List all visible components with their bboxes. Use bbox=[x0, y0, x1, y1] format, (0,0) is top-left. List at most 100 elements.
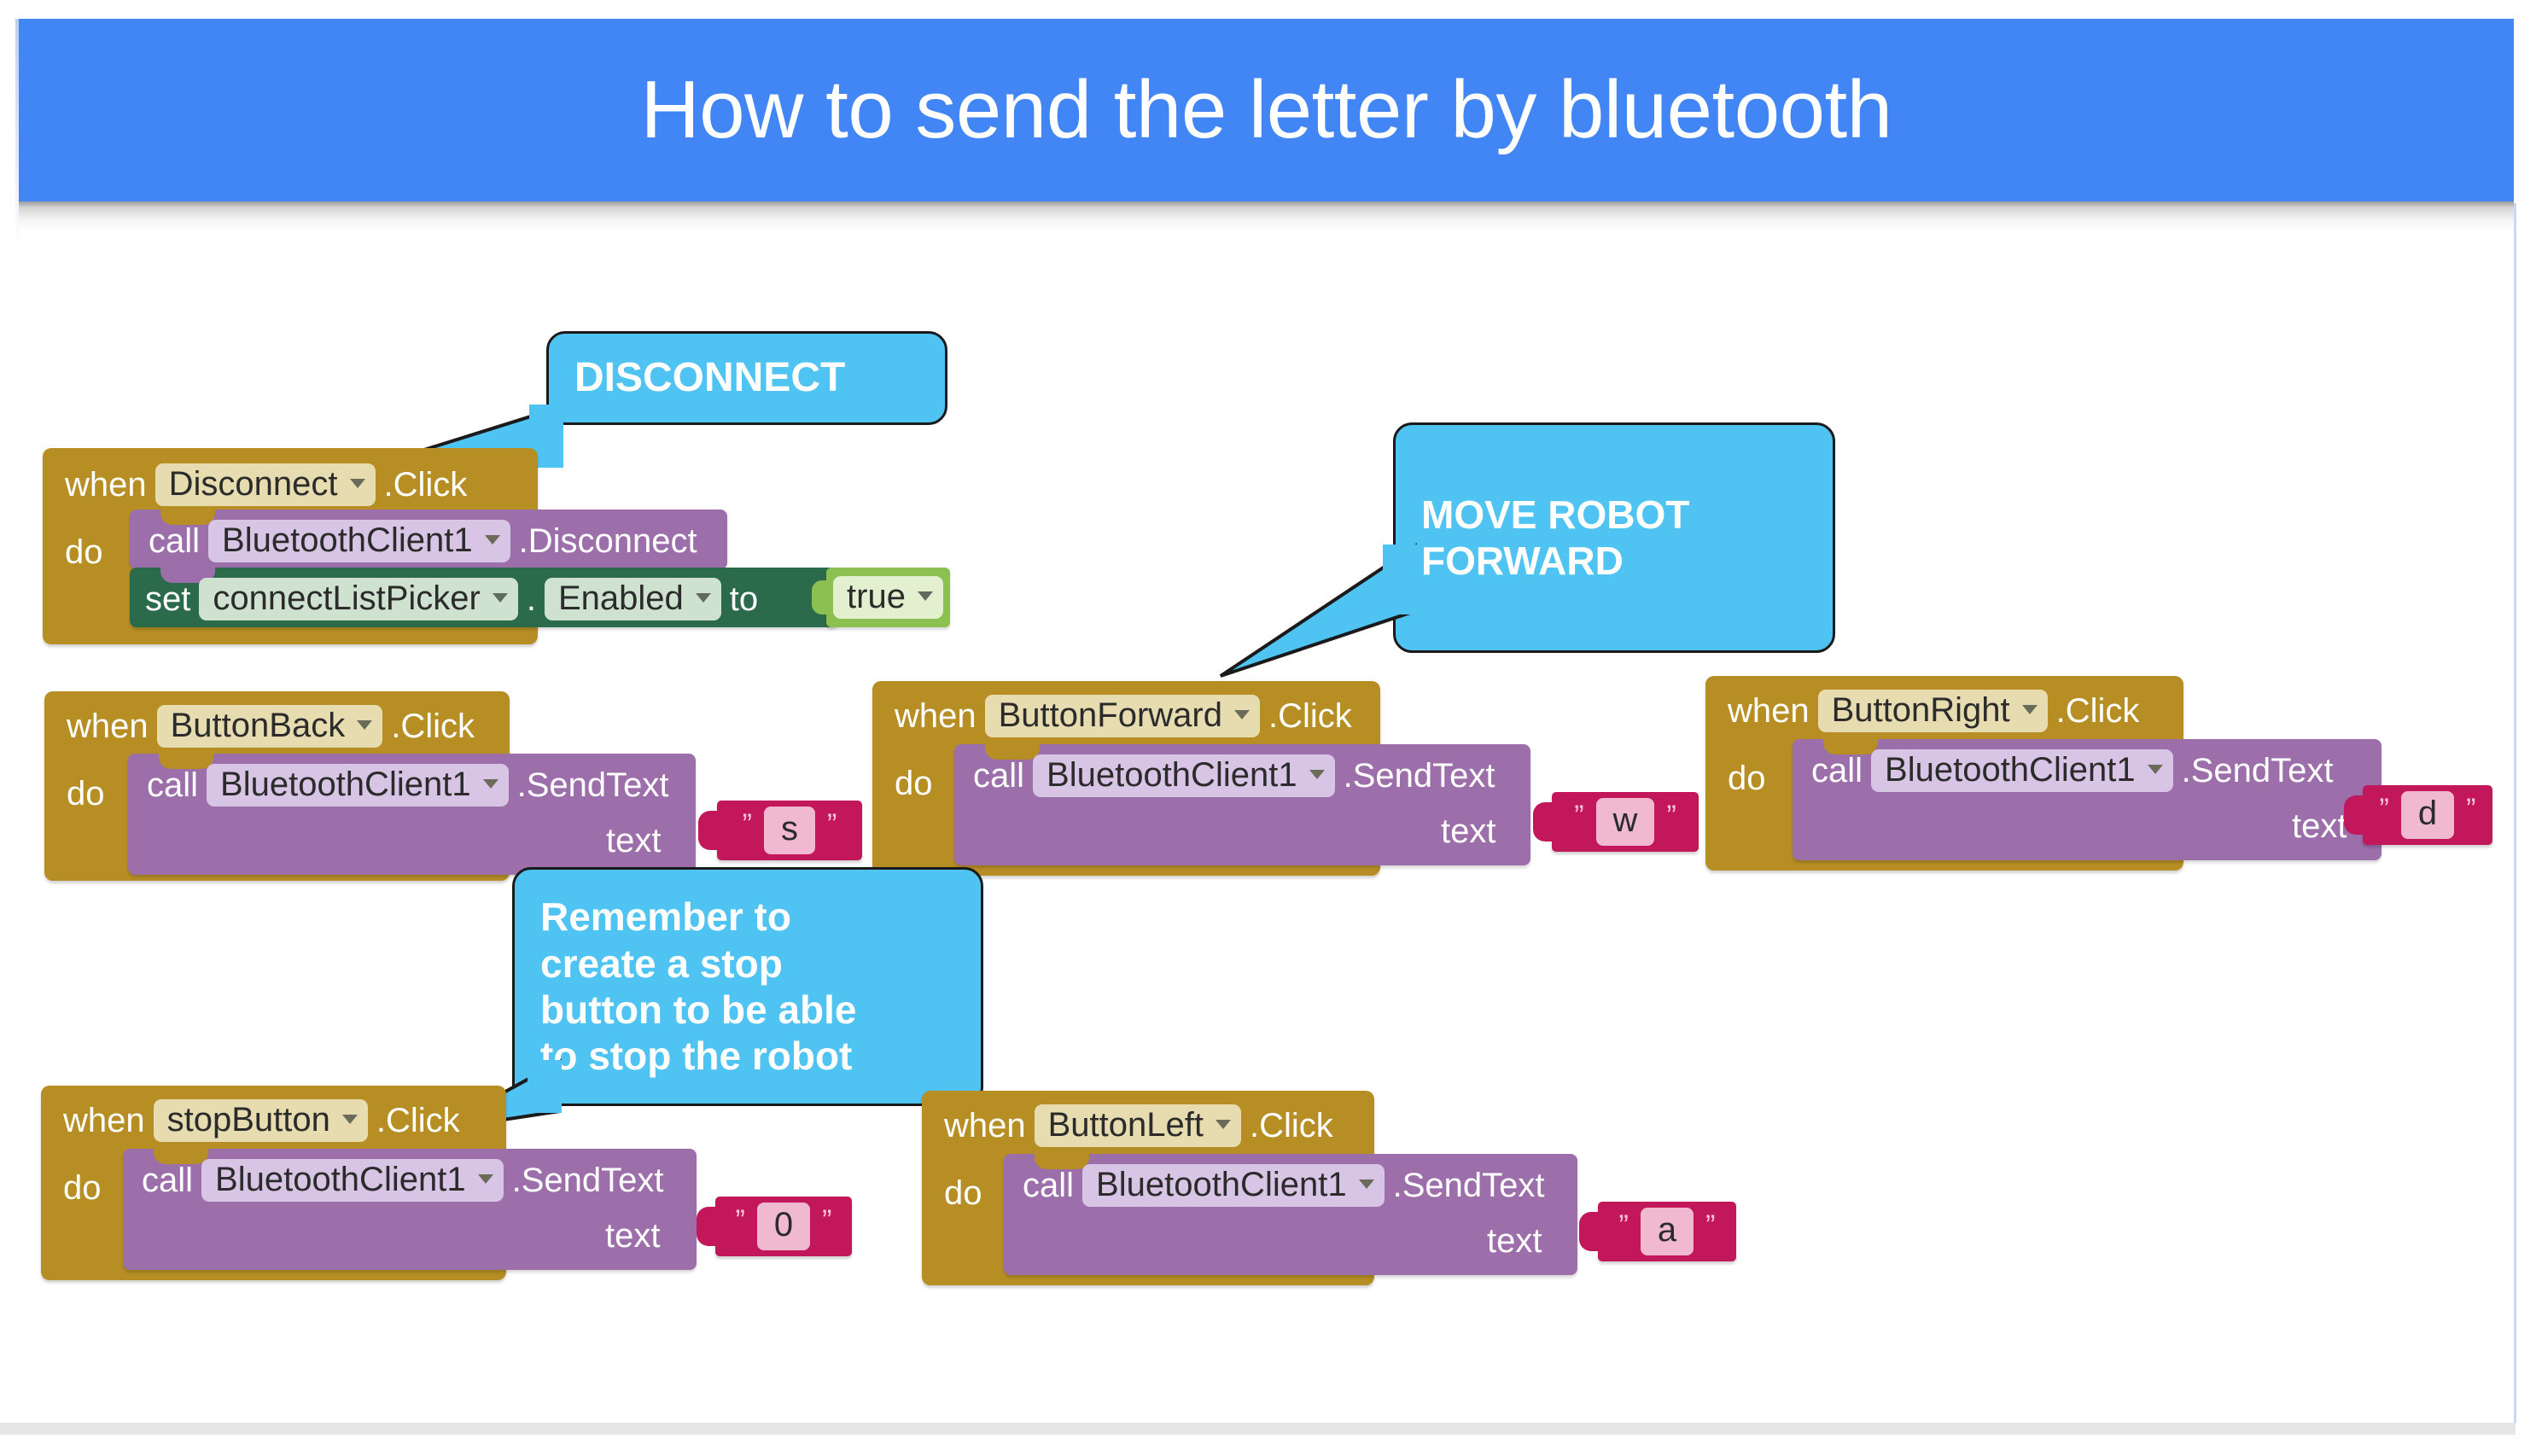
call-keyword: call bbox=[1023, 1166, 1075, 1204]
quote-close: ” bbox=[2466, 793, 2476, 825]
block-plug bbox=[1579, 1212, 1600, 1251]
quote-open: ” bbox=[742, 808, 752, 841]
block-notch bbox=[1823, 737, 1878, 754]
text-value[interactable]: s bbox=[764, 807, 815, 854]
set-keyword: set bbox=[145, 579, 191, 618]
component-dropdown-stopbutton[interactable]: stopButton bbox=[153, 1099, 368, 1142]
callout-stop-line2: create a stop bbox=[540, 941, 783, 986]
callout-stop-line3: button to be able bbox=[540, 987, 857, 1032]
event-name: .Click bbox=[2055, 691, 2140, 730]
component-dropdown-bluetoothclient[interactable]: BluetoothClient1 bbox=[1033, 754, 1335, 797]
slide-right-border bbox=[2514, 203, 2516, 1424]
when-keyword: when bbox=[63, 1101, 145, 1139]
quote-open: ” bbox=[735, 1204, 745, 1237]
chevron-down-icon[interactable] bbox=[1216, 1119, 1231, 1129]
component-name: stopButton bbox=[166, 1101, 330, 1139]
block-call-bluetooth-disconnect[interactable]: call BluetoothClient1 .Disconnect bbox=[130, 508, 727, 569]
do-keyword: do bbox=[1728, 760, 1766, 797]
block-text-string-0[interactable]: ” 0 ” bbox=[697, 1197, 852, 1256]
block-text-string-a[interactable]: ” a ” bbox=[1579, 1202, 1736, 1261]
dot-separator: . bbox=[526, 579, 536, 618]
chevron-down-icon[interactable] bbox=[349, 478, 365, 488]
text-value[interactable]: 0 bbox=[756, 1203, 811, 1250]
chevron-down-icon[interactable] bbox=[492, 592, 508, 603]
block-text-string-s[interactable]: ” s ” bbox=[698, 801, 862, 860]
component-dropdown-buttonright[interactable]: ButtonRight bbox=[1817, 690, 2048, 732]
chevron-down-icon[interactable] bbox=[482, 778, 498, 789]
chevron-down-icon[interactable] bbox=[357, 719, 373, 730]
chevron-down-icon[interactable] bbox=[1309, 769, 1325, 779]
chevron-down-icon[interactable] bbox=[1358, 1179, 1374, 1189]
call-keyword: call bbox=[149, 521, 201, 560]
component-dropdown-bluetoothclient[interactable]: BluetoothClient1 bbox=[208, 520, 510, 562]
title-banner: How to send the letter by bluetooth bbox=[19, 19, 2514, 201]
call-keyword: call bbox=[973, 756, 1025, 795]
component-name: BluetoothClient1 bbox=[1046, 756, 1297, 794]
text-value[interactable]: w bbox=[1595, 798, 1655, 846]
block-text-string-d[interactable]: ” d ” bbox=[2344, 785, 2492, 845]
text-value[interactable]: a bbox=[1640, 1208, 1694, 1255]
chevron-down-icon[interactable] bbox=[2021, 704, 2038, 714]
do-keyword: do bbox=[944, 1174, 982, 1212]
block-call-sendtext-forward[interactable]: call BluetoothClient1 .SendText text bbox=[954, 743, 1530, 865]
text-value[interactable]: d bbox=[2400, 791, 2455, 839]
chevron-down-icon[interactable] bbox=[477, 1174, 493, 1184]
block-set-listpicker-enabled[interactable]: set connectListPicker . Enabled to bbox=[130, 566, 838, 627]
property-dropdown-enabled[interactable]: Enabled bbox=[544, 578, 721, 620]
block-logic-true[interactable]: true bbox=[812, 568, 950, 627]
block-call-sendtext-right[interactable]: call BluetoothClient1 .SendText text bbox=[1793, 737, 2382, 860]
component-dropdown-connectlistpicker[interactable]: connectListPicker bbox=[199, 578, 518, 620]
component-dropdown-bluetoothclient[interactable]: BluetoothClient1 bbox=[201, 1159, 504, 1202]
call-keyword: call bbox=[1811, 751, 1863, 789]
callout-move-robot-forward: MOVE ROBOT FORWARD bbox=[1393, 422, 1835, 653]
callout-stop-button: Remember to create a stop button to be a… bbox=[512, 867, 983, 1106]
block-when-disconnect[interactable]: when Disconnect .Click do bbox=[43, 448, 538, 644]
quote-open: ” bbox=[2379, 793, 2389, 825]
chevron-down-icon[interactable] bbox=[341, 1114, 358, 1124]
block-plug bbox=[812, 580, 827, 614]
event-name: .Click bbox=[1268, 696, 1352, 735]
banner-left-edge bbox=[15, 19, 20, 249]
call-keyword: call bbox=[147, 766, 199, 804]
method-name: .Disconnect bbox=[518, 521, 697, 560]
component-dropdown-bluetoothclient[interactable]: BluetoothClient1 bbox=[207, 764, 509, 807]
component-name: connectListPicker bbox=[213, 579, 481, 617]
block-notch bbox=[154, 1147, 208, 1164]
quote-open: ” bbox=[1574, 800, 1584, 832]
chevron-down-icon[interactable] bbox=[2147, 764, 2163, 774]
component-dropdown-bluetoothclient[interactable]: BluetoothClient1 bbox=[1082, 1164, 1385, 1207]
component-dropdown-bluetoothclient[interactable]: BluetoothClient1 bbox=[1871, 749, 2173, 792]
component-dropdown-buttonback[interactable]: ButtonBack bbox=[156, 705, 383, 748]
do-keyword: do bbox=[895, 765, 933, 802]
component-dropdown-buttonleft[interactable]: ButtonLeft bbox=[1034, 1104, 1241, 1147]
event-name: .Click bbox=[391, 707, 475, 745]
block-call-sendtext-back[interactable]: call BluetoothClient1 .SendText text bbox=[128, 752, 696, 875]
event-name: .Click bbox=[1250, 1106, 1333, 1144]
component-name: BluetoothClient1 bbox=[220, 766, 471, 803]
chevron-down-icon[interactable] bbox=[484, 534, 500, 545]
component-name: BluetoothClient1 bbox=[1885, 751, 2136, 789]
chevron-down-icon[interactable] bbox=[695, 592, 711, 603]
block-notch bbox=[1035, 1152, 1089, 1169]
callout-stop-line4: to stop the robot bbox=[540, 1034, 853, 1079]
callout-disconnect: DISCONNECT bbox=[546, 331, 947, 425]
block-plug bbox=[1533, 802, 1554, 842]
when-keyword: when bbox=[895, 696, 977, 735]
text-socket-label: text bbox=[1487, 1222, 1542, 1260]
quote-open: ” bbox=[1618, 1209, 1629, 1242]
block-call-sendtext-left[interactable]: call BluetoothClient1 .SendText text bbox=[1004, 1152, 1577, 1275]
do-keyword: do bbox=[65, 533, 103, 571]
method-name: .SendText bbox=[1343, 756, 1495, 795]
when-keyword: when bbox=[65, 465, 147, 504]
block-call-sendtext-stop[interactable]: call BluetoothClient1 .SendText text bbox=[123, 1147, 697, 1270]
component-dropdown-buttonforward[interactable]: ButtonForward bbox=[984, 695, 1260, 737]
block-text-string-w[interactable]: ” w ” bbox=[1533, 792, 1699, 852]
chevron-down-icon[interactable] bbox=[1233, 709, 1250, 719]
chevron-down-icon[interactable] bbox=[917, 591, 933, 601]
event-name: .Click bbox=[383, 465, 468, 504]
component-dropdown-disconnect[interactable]: Disconnect bbox=[154, 463, 376, 506]
component-name: BluetoothClient1 bbox=[215, 1161, 466, 1198]
component-name: Disconnect bbox=[168, 465, 338, 503]
value-dropdown-true[interactable]: true bbox=[833, 576, 943, 619]
quote-close: ” bbox=[827, 808, 837, 841]
